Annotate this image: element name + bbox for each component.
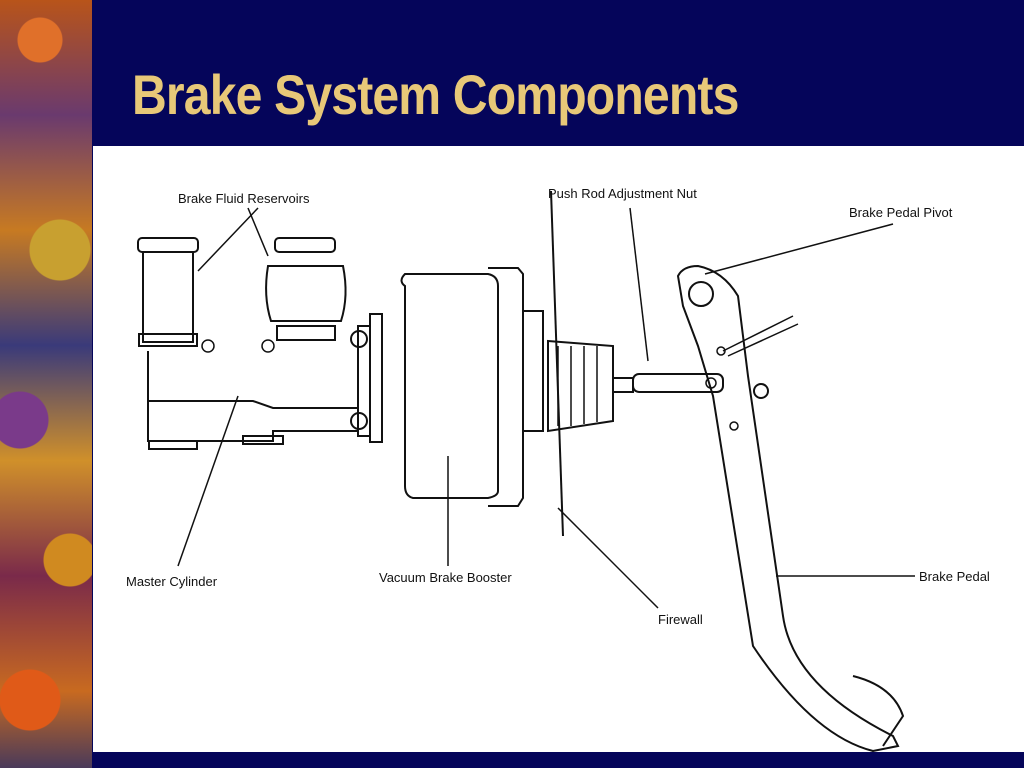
label-brake-pedal: Brake Pedal [919,569,990,584]
vacuum-booster-drawing [400,267,614,507]
diagram-panel: Brake Fluid Reservoirs Push Rod Adjustme… [93,146,1024,752]
master-cylinder-drawing [137,237,359,450]
slide-title: Brake System Components [132,63,739,126]
label-firewall: Firewall [658,612,703,627]
label-master-cylinder: Master Cylinder [126,574,218,589]
mounting-flange [350,313,383,443]
label-vacuum-brake-booster: Vacuum Brake Booster [379,570,512,585]
brake-pedal-drawing [676,264,905,752]
bottom-bar [92,752,1024,768]
title-bar [92,0,1024,146]
label-brake-fluid-reservoirs: Brake Fluid Reservoirs [178,191,310,206]
brake-system-diagram [137,190,915,752]
decorative-side-strip: ⚙ [0,0,127,768]
firewall-drawing [550,190,564,537]
label-push-rod-adjustment-nut: Push Rod Adjustment Nut [548,186,697,201]
label-brake-pedal-pivot: Brake Pedal Pivot [849,205,953,220]
leader-lines [177,207,915,609]
